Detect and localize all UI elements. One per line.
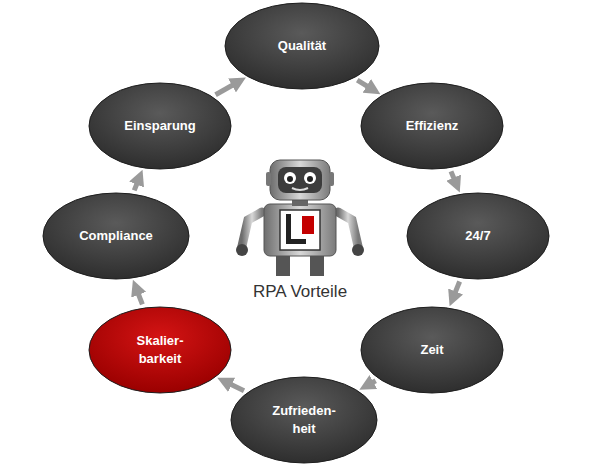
robot-pupil bbox=[287, 176, 293, 182]
robot-eye bbox=[284, 172, 296, 184]
node-text-holder: 24/7 bbox=[406, 192, 550, 280]
node-label: Einsparung bbox=[123, 117, 197, 135]
robot-head bbox=[270, 160, 330, 200]
robot-body bbox=[264, 204, 336, 256]
ellipse-node: 24/7 bbox=[406, 192, 550, 280]
robot-eye bbox=[304, 172, 316, 184]
ellipse-shape bbox=[230, 376, 378, 464]
cycle-arrow bbox=[224, 381, 244, 391]
ellipse-outline bbox=[361, 83, 503, 169]
node-label: Zeit bbox=[395, 341, 469, 359]
robot-ear bbox=[329, 172, 334, 186]
ellipse-outline bbox=[89, 307, 231, 393]
cycle-arrow bbox=[357, 80, 373, 90]
node-text-holder: Zeit bbox=[360, 306, 504, 394]
ellipse-node: Skalier- barkeit bbox=[88, 306, 232, 394]
robot-hand bbox=[236, 244, 248, 256]
robot-pupil bbox=[307, 176, 313, 182]
ellipse-node: Zufrieden- heit bbox=[230, 376, 378, 464]
robot-face bbox=[278, 167, 322, 193]
ellipse-node: Compliance bbox=[42, 192, 190, 280]
robot-logo bbox=[302, 216, 314, 234]
ellipse-outline bbox=[407, 193, 549, 279]
node-label: Zufrieden- heit bbox=[267, 402, 341, 437]
robot-hand bbox=[352, 244, 364, 256]
node-label: Compliance bbox=[79, 227, 153, 245]
cycle-arrow bbox=[134, 177, 139, 190]
ellipse-node: Effizienz bbox=[360, 82, 504, 170]
node-label: 24/7 bbox=[441, 227, 515, 245]
ellipse-outline bbox=[231, 377, 377, 463]
robot-ear bbox=[266, 172, 271, 186]
center-title: RPA Vorteile bbox=[253, 282, 347, 302]
node-text-holder: Zufrieden- heit bbox=[230, 376, 378, 464]
ellipse-node: Zeit bbox=[360, 306, 504, 394]
ellipse-outline bbox=[361, 307, 503, 393]
ellipse-shape bbox=[88, 306, 232, 394]
ellipse-outline bbox=[43, 193, 189, 279]
cycle-arrow bbox=[216, 82, 239, 95]
ellipse-outline bbox=[225, 3, 379, 89]
cycle-arrow bbox=[136, 287, 143, 304]
robot-mouth bbox=[292, 188, 308, 190]
node-text-holder: Effizienz bbox=[360, 82, 504, 170]
robot-arm bbox=[242, 212, 262, 246]
node-label: Skalier- barkeit bbox=[123, 332, 197, 367]
ellipse-node: Einsparung bbox=[88, 82, 232, 170]
cycle-arrow bbox=[451, 171, 457, 185]
node-text-holder: Skalier- barkeit bbox=[88, 306, 232, 394]
node-text-holder: Einsparung bbox=[88, 82, 232, 170]
node-text-holder: Compliance bbox=[42, 192, 190, 280]
node-label: Effizienz bbox=[395, 117, 469, 135]
node-text-holder: Qualität bbox=[224, 2, 380, 90]
robot-arm bbox=[338, 212, 358, 246]
node-label: Qualität bbox=[265, 37, 339, 55]
cycle-arrow bbox=[453, 282, 460, 299]
robot-logo bbox=[280, 210, 320, 250]
ellipse-node: Qualität bbox=[224, 2, 380, 90]
cycle-arrow bbox=[366, 381, 375, 386]
ellipse-outline bbox=[89, 83, 231, 169]
